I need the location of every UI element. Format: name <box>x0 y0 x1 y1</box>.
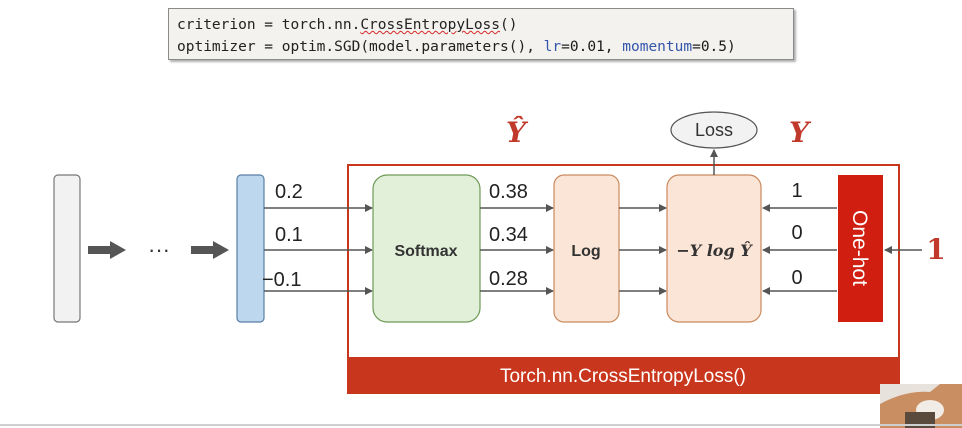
prob-value-2: 0.34 <box>489 224 528 246</box>
forward-arrow-icon <box>88 241 126 259</box>
logit-value-3: −0.1 <box>262 269 301 291</box>
code-momentum-key: momentum <box>622 39 693 55</box>
logit-value-2: 0.1 <box>275 224 303 246</box>
target-value-3: 0 <box>791 267 802 289</box>
webcam-thumbnail <box>880 384 962 428</box>
prob-value-3: 0.28 <box>489 268 528 290</box>
log-label: Log <box>571 243 600 260</box>
nll-formula: −Y log Ŷ <box>676 240 753 260</box>
code-box: criterion = torch.nn.CrossEntropyLoss() … <box>168 8 794 60</box>
code-momentum-eq: = <box>692 39 701 55</box>
code-optimizer-prefix: optimizer = optim.SGD(model.parameters()… <box>177 39 544 55</box>
code-lr-key: lr <box>543 39 562 55</box>
bottom-divider <box>0 424 962 426</box>
code-sep: , <box>604 39 623 55</box>
y-hat-label: Ŷ <box>506 116 529 149</box>
loss-node <box>670 111 758 149</box>
cross-entropy-frame-label: Torch.nn.CrossEntropyLoss() <box>500 366 746 387</box>
logit-value-1: 0.2 <box>275 181 303 203</box>
target-value-1: 1 <box>791 180 802 202</box>
cross-entropy-frame-banner <box>348 357 899 393</box>
code-criterion-prefix: criterion = torch.nn. <box>177 17 361 33</box>
code-lr-value: 0.01 <box>569 39 605 55</box>
ellipsis: ··· <box>148 237 170 262</box>
class-index-label: 1 <box>926 233 945 266</box>
input-layer-block <box>53 174 81 323</box>
one-hot-block <box>838 175 883 322</box>
code-criterion-suffix: () <box>500 17 518 33</box>
code-momentum-value: 0.5 <box>700 39 728 55</box>
softmax-label: Softmax <box>394 243 457 260</box>
loss-label: Loss <box>695 120 733 140</box>
softmax-block <box>372 174 481 323</box>
code-line-criterion: criterion = torch.nn.CrossEntropyLoss() <box>177 14 785 36</box>
code-line-optimizer: optimizer = optim.SGD(model.parameters()… <box>177 36 785 58</box>
code-close-paren: ) <box>727 39 736 55</box>
logits-block <box>236 174 265 323</box>
log-block <box>553 174 620 323</box>
y-label: Y <box>789 116 812 149</box>
prob-value-1: 0.38 <box>489 181 528 203</box>
one-hot-label: One-hot <box>848 210 871 286</box>
forward-arrow-icon <box>191 241 229 259</box>
code-crossentropy-underlined: CrossEntropyLoss <box>360 17 501 33</box>
code-lr-eq: = <box>561 39 570 55</box>
target-value-2: 0 <box>791 222 802 244</box>
